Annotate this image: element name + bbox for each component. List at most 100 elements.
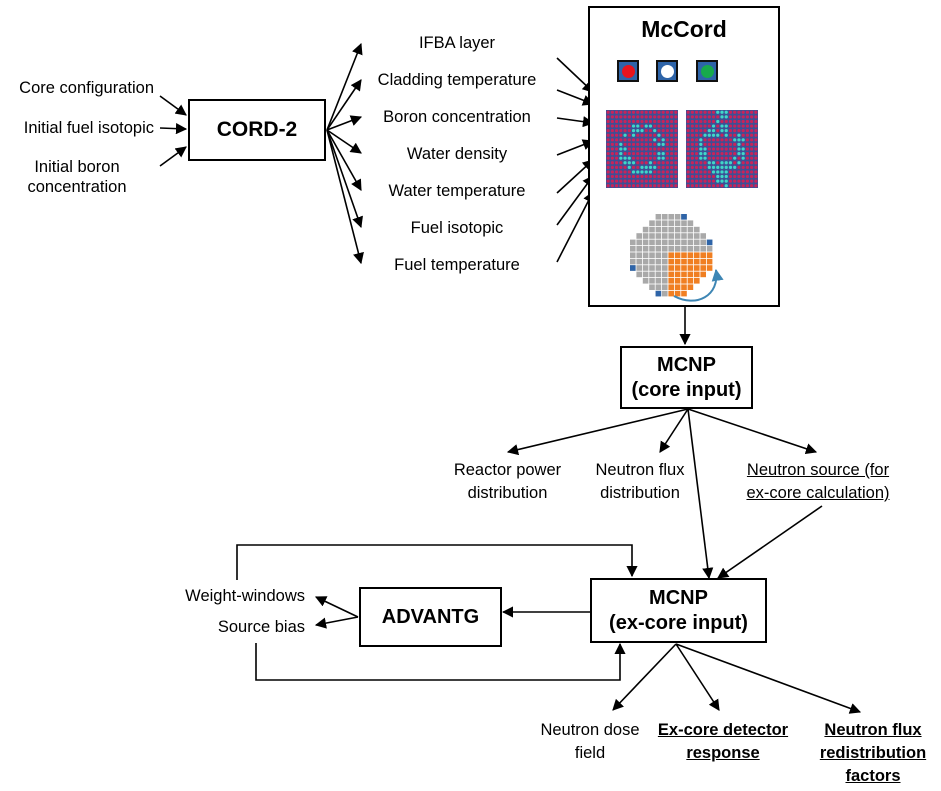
lattice-pin <box>720 142 724 147</box>
lattice-pin <box>694 138 699 142</box>
lattice-pin <box>707 129 711 133</box>
lattice-pin <box>614 161 619 165</box>
lattice-pin <box>640 174 644 179</box>
lattice-pin <box>720 129 724 133</box>
mcnp-core-box: MCNP (core input) <box>620 346 753 409</box>
input-core-configuration: Core configuration <box>19 79 154 97</box>
lattice-pin <box>737 156 741 160</box>
core-assembly-cell <box>681 290 687 297</box>
lattice-pin <box>699 138 703 142</box>
core-assembly-cell <box>642 246 649 252</box>
lattice-pin <box>699 110 703 114</box>
lattice-pin <box>623 170 627 174</box>
lattice-pin <box>614 119 619 124</box>
lattice-pin <box>640 147 644 151</box>
lattice-pin <box>694 156 699 160</box>
lattice-pin <box>694 129 699 133</box>
neutron-source-line1: Neutron source (for <box>746 461 890 479</box>
lattice-pin <box>745 119 750 124</box>
lattice-pin <box>674 151 678 156</box>
lattice-pin <box>694 179 699 183</box>
core-assembly-cell <box>649 265 655 271</box>
lattice-pin <box>623 133 627 137</box>
core-assembly-cell <box>662 290 668 297</box>
lattice-pin <box>661 119 665 124</box>
output-neutron-source: Neutron source (for ex-core calculation) <box>734 460 902 503</box>
lattice-pin <box>720 170 724 174</box>
lattice-pin <box>665 161 670 165</box>
lattice-pin <box>745 161 750 165</box>
lattice-pin <box>737 170 741 174</box>
lattice-pin <box>728 151 733 156</box>
core-assembly-cell <box>649 284 655 290</box>
param-boron-concentration: Boron concentration <box>383 108 531 126</box>
lattice-pin <box>707 115 711 119</box>
lattice-pin <box>724 115 728 119</box>
core-assembly-cell <box>636 271 642 278</box>
lattice-pin <box>610 147 614 151</box>
lattice-pin <box>653 174 657 179</box>
core-assembly-cell <box>649 271 655 278</box>
core-assembly-cell <box>655 239 662 246</box>
lattice-pin <box>737 138 741 142</box>
lattice-pin <box>690 124 694 128</box>
lattice-pin <box>716 119 720 124</box>
lattice-pin <box>657 161 661 165</box>
core-assembly-cell <box>687 271 694 278</box>
fuel-pin-icon-white <box>656 60 678 82</box>
core-assembly-cell <box>662 284 668 290</box>
lattice-pin <box>741 170 745 174</box>
core-assembly-cell <box>694 278 700 284</box>
param-water-temperature: Water temperature <box>388 182 526 200</box>
lattice-pin <box>610 110 614 114</box>
lattice-pin <box>619 119 623 124</box>
lattice-pin <box>670 138 674 142</box>
lattice-pin <box>614 170 619 174</box>
lattice-pin <box>657 138 661 142</box>
lattice-pin <box>661 138 665 142</box>
lattice-pin <box>720 110 724 114</box>
lattice-pin <box>741 119 745 124</box>
lattice-pin <box>737 147 741 151</box>
lattice-pin <box>707 174 711 179</box>
pin-dot-white <box>660 64 674 78</box>
lattice-pin <box>720 147 724 151</box>
lattice-pin <box>627 119 631 124</box>
lattice-pin <box>640 142 644 147</box>
lattice-pin <box>657 156 661 160</box>
lattice-pin <box>670 119 674 124</box>
lattice-pin <box>716 170 720 174</box>
core-assembly-cell <box>662 220 668 226</box>
lattice-pin <box>665 129 670 133</box>
lattice-pin <box>716 184 720 188</box>
lattice-pin <box>631 110 636 114</box>
core-assembly-cell <box>636 233 642 239</box>
core-assembly-cell <box>700 246 706 252</box>
lattice-pin <box>733 142 737 147</box>
lattice-pin <box>636 174 640 179</box>
lattice-pin <box>690 156 694 160</box>
core-assembly-cell <box>649 233 655 239</box>
core-assembly-cell <box>642 233 649 239</box>
dose-line2: field <box>574 744 606 762</box>
lattice-pin <box>745 165 750 169</box>
lattice-pin <box>699 129 703 133</box>
lattice-pin <box>644 129 648 133</box>
lattice-pin <box>754 133 758 137</box>
lattice-pin <box>741 142 745 147</box>
detector-line2: response <box>686 744 760 762</box>
lattice-pin <box>750 124 754 128</box>
core-assembly-cell <box>674 239 681 246</box>
lattice-pin <box>661 124 665 128</box>
core-map-icon <box>630 214 724 302</box>
lattice-pin <box>711 110 716 114</box>
lattice-pin <box>623 184 627 188</box>
lattice-pin <box>728 156 733 160</box>
lattice-pin <box>653 110 657 114</box>
lattice-pin <box>720 115 724 119</box>
lattice-pin <box>745 142 750 147</box>
lattice-pin <box>699 142 703 147</box>
core-assembly-cell <box>642 278 649 284</box>
core-assembly-cell <box>700 271 706 278</box>
lattice-pin <box>644 119 648 124</box>
